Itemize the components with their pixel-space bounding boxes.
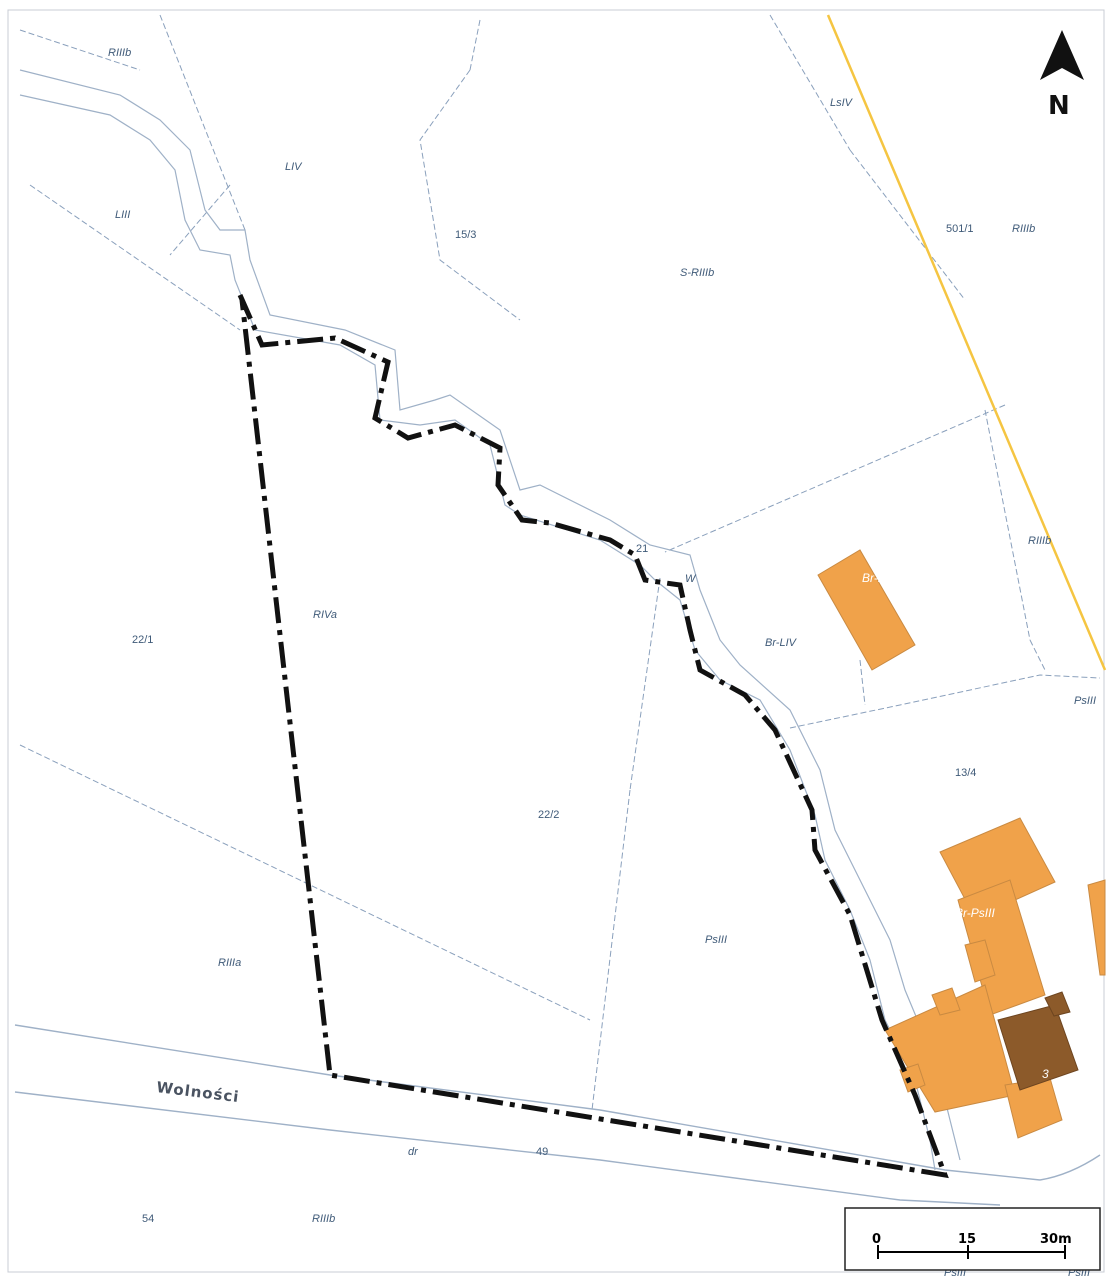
label-3: 3 — [1042, 1067, 1049, 1081]
label-54: 54 — [142, 1213, 154, 1225]
street-outline — [14, 1024, 1101, 1206]
label-riiib-right: RIIIb — [1012, 223, 1035, 235]
parcel-boundary — [237, 293, 949, 1179]
label-13-4: 13/4 — [955, 767, 976, 779]
scale-tick-15: 15 — [958, 1232, 976, 1247]
label-liv: LIV — [285, 161, 303, 173]
north-label: N — [1048, 91, 1070, 121]
label-liii: LIII — [115, 209, 130, 221]
label-riiib-bottom: RIIIb — [312, 1213, 335, 1225]
parcel-lines — [19, 14, 1101, 1111]
label-15-3: 15/3 — [455, 229, 476, 241]
north-arrow-icon: N — [1040, 30, 1084, 121]
label-49: 49 — [536, 1146, 548, 1158]
label-riva: RIVa — [313, 609, 337, 621]
label-dr: dr — [408, 1146, 419, 1158]
label-s-riiib: S-RIIIb — [680, 267, 714, 279]
label-riiia: RIIIa — [218, 957, 241, 969]
rail-line — [826, 14, 1107, 671]
label-psiii-center: PsIII — [705, 934, 727, 946]
building-dark-annex — [1044, 991, 1071, 1017]
label-w: W — [685, 573, 697, 585]
land-labels: RIIIb LsIV LIV LIII 15/3 S-RIIIb 501/1 R… — [108, 47, 1096, 1279]
label-501-1: 501/1 — [946, 223, 974, 235]
label-br-psiii: Br-PsIII — [955, 906, 995, 920]
label-br-riiib: Br-RIIIb — [862, 571, 903, 585]
building — [931, 987, 961, 1016]
scale-tick-0: 0 — [872, 1232, 881, 1247]
building — [817, 549, 916, 671]
scale-bar: 0 15 30m — [844, 1207, 1101, 1271]
buildings — [817, 549, 1106, 1139]
label-21: 21 — [636, 543, 648, 555]
building — [899, 1063, 926, 1093]
scale-tick-30m: 30m — [1040, 1232, 1072, 1247]
building — [939, 817, 1056, 919]
label-22-1: 22/1 — [132, 634, 153, 646]
label-lsiv: LsIV — [830, 97, 854, 109]
label-riiib-top: RIIIb — [108, 47, 131, 59]
label-br-liv: Br-LIV — [765, 637, 798, 649]
building — [1087, 879, 1106, 976]
label-psiii-east: PsIII — [1074, 695, 1096, 707]
label-22-2: 22/2 — [538, 809, 559, 821]
building-dark — [997, 1004, 1079, 1091]
building — [964, 939, 996, 983]
label-riiib-east: RIIIb — [1028, 535, 1051, 547]
